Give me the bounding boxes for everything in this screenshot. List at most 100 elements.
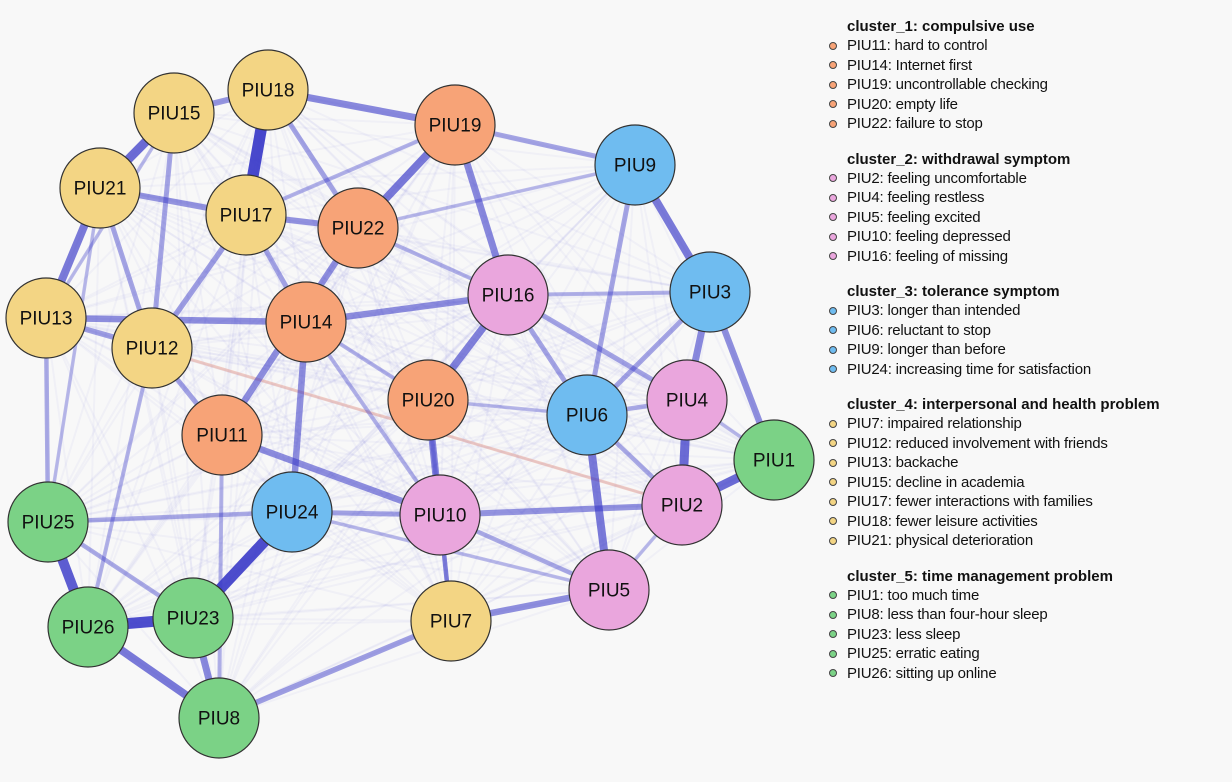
node-label: PIU9: [614, 156, 656, 177]
node-PIU10[interactable]: PIU10: [399, 474, 481, 556]
node-PIU8[interactable]: PIU8: [178, 677, 260, 759]
faint-edge: [245, 214, 688, 401]
legend-item-label: PIU5: feeling excited: [847, 208, 981, 226]
faint-edge: [173, 112, 293, 513]
node-PIU5[interactable]: PIU5: [568, 549, 650, 631]
node-PIU17[interactable]: PIU17: [205, 174, 287, 256]
legend-dot-icon: [829, 80, 837, 89]
faint-edge: [221, 124, 456, 436]
legend-item-label: PIU15: decline in academia: [847, 473, 1025, 491]
faint-edge: [47, 291, 711, 523]
node-PIU3[interactable]: PIU3: [669, 251, 751, 333]
legend-dot-icon: [829, 591, 837, 600]
node-circle: [646, 359, 728, 441]
faint-edge: [99, 187, 194, 619]
legend-item: PIU16: feeling of missing: [828, 247, 1232, 267]
node-PIU9[interactable]: PIU9: [594, 124, 676, 206]
faint-edge: [151, 347, 588, 416]
node-PIU22[interactable]: PIU22: [317, 187, 399, 269]
legend-dot-icon: [829, 119, 837, 128]
node-PIU18[interactable]: PIU18: [227, 49, 309, 131]
node-circle: [594, 124, 676, 206]
faint-edge: [151, 347, 429, 401]
node-PIU7[interactable]: PIU7: [410, 580, 492, 662]
faint-edge: [245, 164, 636, 216]
legend-item-label: PIU17: fewer interactions with families: [847, 493, 1093, 510]
faint-edge: [305, 164, 636, 323]
faint-edge: [305, 321, 683, 506]
node-label: PIU25: [22, 513, 75, 534]
legend-item: PIU15: decline in academia: [828, 473, 1232, 493]
legend-item-label: PIU12: reduced involvement with friends: [847, 434, 1108, 452]
node-PIU1[interactable]: PIU1: [733, 419, 815, 501]
faint-edge: [47, 521, 452, 622]
node-PIU26[interactable]: PIU26: [47, 586, 129, 668]
node-PIU21[interactable]: PIU21: [59, 147, 141, 229]
node-circle: [568, 549, 650, 631]
node-PIU15[interactable]: PIU15: [133, 72, 215, 154]
faint-edge: [245, 214, 588, 416]
faint-edge: [439, 124, 456, 516]
node-PIU2[interactable]: PIU2: [641, 464, 723, 546]
node-label: PIU22: [332, 219, 385, 240]
node-circle: [317, 187, 399, 269]
faint-edge: [87, 321, 307, 628]
node-PIU6[interactable]: PIU6: [546, 374, 628, 456]
faint-edge: [291, 291, 711, 513]
legend-item: PIU4: feeling restless: [828, 188, 1232, 208]
node-circle: [111, 307, 193, 389]
node-PIU12[interactable]: PIU12: [111, 307, 193, 389]
faint-edge: [151, 347, 610, 591]
faint-edge: [151, 291, 711, 349]
faint-edge: [45, 317, 89, 628]
node-PIU19[interactable]: PIU19: [414, 84, 496, 166]
node-PIU14[interactable]: PIU14: [265, 281, 347, 363]
faint-edge: [507, 294, 775, 461]
faint-edge: [151, 347, 220, 719]
node-PIU24[interactable]: PIU24: [251, 471, 333, 553]
node-PIU4[interactable]: PIU4: [646, 359, 728, 441]
node-label: PIU17: [220, 206, 273, 227]
legend-dot-icon: [829, 306, 837, 315]
node-label: PIU26: [62, 618, 115, 639]
faint-edge: [173, 112, 456, 126]
legend-dot-icon: [829, 649, 837, 658]
legend-item-label: PIU21: physical deterioration: [847, 532, 1033, 549]
node-PIU23[interactable]: PIU23: [152, 577, 234, 659]
faint-edge: [218, 124, 456, 719]
faint-edge: [454, 124, 688, 401]
legend-dot-icon: [829, 232, 837, 241]
faint-edge: [192, 514, 441, 619]
node-label: PIU19: [429, 116, 482, 137]
node-circle: [414, 84, 496, 166]
faint-edge: [291, 164, 636, 513]
faint-edge: [357, 227, 441, 516]
faint-edge: [218, 414, 588, 719]
legend-cluster-title: cluster_3: tolerance symptom: [847, 283, 1060, 300]
faint-edge: [87, 347, 153, 628]
faint-edge: [45, 89, 269, 319]
legend-item-label: PIU22: failure to stop: [847, 115, 983, 132]
faint-edge: [454, 124, 711, 293]
legend-item: PIU1: too much time: [828, 586, 1232, 606]
node-PIU13[interactable]: PIU13: [5, 277, 87, 359]
node-circle: [181, 394, 263, 476]
legend-item: PIU7: impaired relationship: [828, 414, 1232, 434]
node-PIU11[interactable]: PIU11: [181, 394, 263, 476]
node-circle: [133, 72, 215, 154]
faint-edge: [267, 89, 711, 293]
legend-cluster-title: cluster_1: compulsive use: [847, 18, 1035, 35]
legend-item-label: PIU26: sitting up online: [847, 664, 997, 682]
faint-edge: [267, 89, 588, 416]
faint-edge: [245, 214, 441, 516]
edge-PIU25-PIU24: [47, 509, 293, 525]
faint-edge: [99, 187, 307, 323]
faint-edge: [47, 187, 101, 523]
faint-edge: [218, 620, 452, 719]
node-PIU20[interactable]: PIU20: [387, 359, 469, 441]
node-PIU16[interactable]: PIU16: [467, 254, 549, 336]
node-circle: [7, 481, 89, 563]
node-label: PIU13: [20, 309, 73, 330]
node-label: PIU15: [148, 104, 201, 125]
node-PIU25[interactable]: PIU25: [7, 481, 89, 563]
